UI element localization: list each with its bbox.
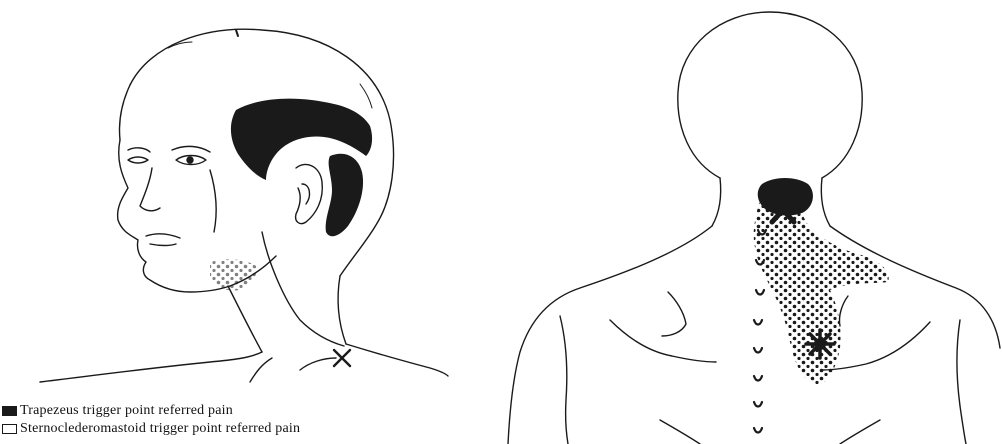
- neck-back: [338, 276, 346, 344]
- shoulder-right-back: [830, 226, 1000, 348]
- eye-left: [128, 157, 148, 163]
- legend: Trapezeus trigger point referred pain St…: [2, 402, 522, 438]
- legend-item-sternocleidomastoid: Sternoclederomastoid trigger point refer…: [2, 420, 522, 438]
- shoulder-left-back: [508, 226, 712, 444]
- head-back-outline: [678, 12, 862, 178]
- neck-front: [228, 286, 262, 352]
- mouth: [146, 234, 180, 238]
- neck-right: [821, 178, 830, 226]
- legend-item-trapezius: Trapezeus trigger point referred pain: [2, 402, 522, 420]
- nose: [140, 168, 160, 211]
- legend-swatch-dark: [2, 406, 17, 416]
- side-head-figure: [40, 29, 448, 382]
- legend-label: Sternoclederomastoid trigger point refer…: [20, 421, 300, 437]
- scapula-right: [839, 296, 848, 326]
- jaw-stipple: [210, 259, 256, 290]
- shoulder-right: [346, 344, 448, 376]
- legend-swatch-light: [2, 424, 17, 434]
- neck-left: [712, 178, 721, 226]
- shoulder-left: [40, 352, 262, 382]
- trapezius-pain-zone-behind-ear: [326, 154, 363, 237]
- scapula-left: [662, 292, 686, 336]
- legend-label: Trapezeus trigger point referred pain: [20, 403, 233, 419]
